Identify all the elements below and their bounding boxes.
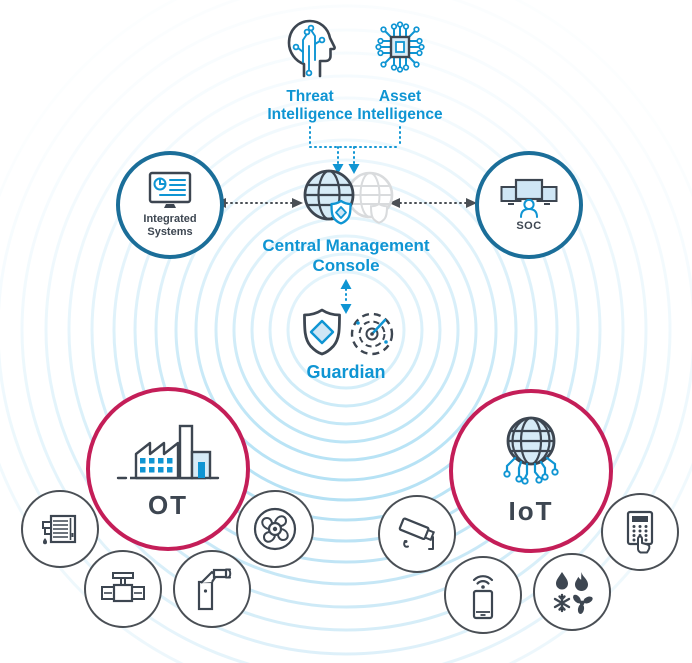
- robot-arm-icon: [197, 568, 232, 611]
- integrated-systems-node: Integrated Systems: [116, 151, 224, 259]
- left-link-arrowheads: [215, 198, 303, 208]
- guardian-label: Guardian: [306, 362, 386, 382]
- fan-glyph: [573, 594, 593, 614]
- guardian-node: [296, 308, 398, 362]
- central-management-console-node: [299, 168, 399, 228]
- hvac-icon: [553, 572, 593, 614]
- threat-intelligence-node: [282, 14, 338, 80]
- flame-glyph: [575, 572, 588, 591]
- snowflake-glyph: [553, 593, 571, 613]
- ai-head-icon: [287, 19, 336, 78]
- monitors-operator-icon: [500, 179, 558, 219]
- fan-icon: [253, 507, 297, 551]
- central-management-console-label: Central Management Console: [262, 236, 430, 276]
- right-link-arrowheads: [389, 198, 477, 208]
- dashboard-monitor-icon: [148, 171, 192, 208]
- soc-node: SOC: [475, 151, 583, 259]
- device-node-cctv: [378, 495, 456, 573]
- device-node-motor: [21, 490, 99, 568]
- valve-icon: [101, 572, 145, 603]
- smartphone-wifi-icon: [472, 575, 494, 620]
- keypad-icon: [626, 510, 654, 554]
- iot-node: IoT: [449, 389, 613, 553]
- cctv-camera-icon: [398, 517, 436, 550]
- console-shield: [330, 199, 352, 225]
- factory-icon: [116, 424, 220, 479]
- device-node-keypad: [601, 493, 679, 571]
- ghost-globe: [346, 171, 394, 224]
- water-drop-glyph: [556, 572, 568, 590]
- radar-dial: [350, 312, 394, 356]
- device-node-hvac: [533, 553, 611, 631]
- chip-icon: [375, 21, 425, 73]
- asset-intelligence-node: [372, 18, 428, 76]
- device-node-fan: [236, 490, 314, 568]
- device-node-smartphone: [444, 556, 522, 634]
- iot-label: IoT: [508, 495, 554, 526]
- ot-node: OT: [86, 387, 250, 551]
- integrated-systems-label: Integrated Systems: [143, 212, 197, 238]
- device-node-robot-arm: [173, 550, 251, 628]
- globe-circuit-icon: [503, 416, 559, 485]
- asset-intelligence-label: Asset Intelligence: [357, 88, 443, 124]
- motor-icon: [42, 514, 77, 545]
- device-node-valve: [84, 550, 162, 628]
- globe-shield-icon: [303, 169, 394, 225]
- intelligence-feed-lines: [309, 126, 401, 164]
- soc-label: SOC: [516, 220, 542, 233]
- shield-radar-icon: [303, 308, 394, 356]
- ot-label: OT: [147, 489, 189, 520]
